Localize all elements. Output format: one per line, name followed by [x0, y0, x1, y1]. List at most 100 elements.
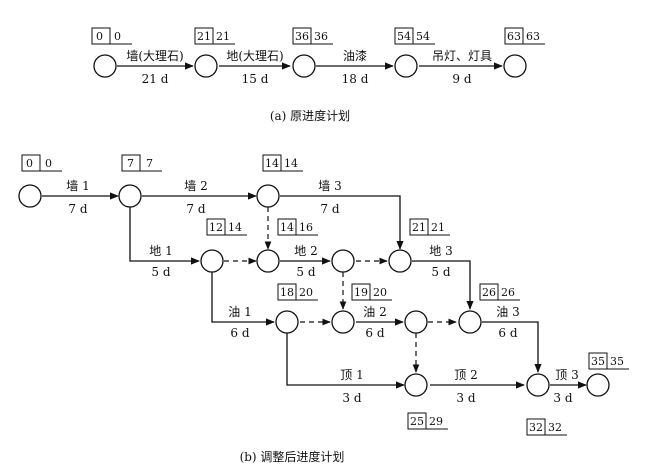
early-time: 18: [280, 286, 294, 299]
activity-duration: 7 d: [68, 202, 87, 216]
activity-name: 地(大理石): [226, 49, 283, 63]
caption-b: (b) 调整后进度计划: [240, 449, 345, 464]
activity-name: 顶 3: [555, 368, 578, 382]
activity-duration: 7 d: [320, 202, 339, 216]
early-time: 35: [591, 355, 605, 368]
late-time: 20: [373, 286, 387, 299]
activity-duration: 5 d: [296, 265, 315, 279]
activity-duration: 9 d: [452, 72, 471, 86]
node-a2: [194, 54, 218, 78]
activity-name: 油 2: [363, 305, 386, 319]
late-time: 54: [416, 30, 430, 43]
early-time: 63: [507, 30, 521, 43]
activity-name: 墙 2: [184, 179, 207, 193]
time-box-a5: 63 63: [504, 27, 545, 45]
activity-duration: 6 d: [498, 326, 517, 340]
node-n3: [256, 184, 280, 208]
time-box-n3: 14 14: [262, 154, 303, 172]
caption-a: (a) 原进度计划: [270, 108, 350, 123]
late-time: 0: [114, 30, 121, 43]
time-box-n1: 0 0: [21, 154, 62, 172]
late-time: 14: [284, 157, 298, 170]
activity-name: 吊灯、灯具: [432, 49, 492, 63]
time-box-n5: 14 16: [277, 218, 318, 236]
late-time: 32: [548, 421, 562, 434]
late-time: 29: [429, 415, 443, 428]
early-time: 0: [96, 30, 103, 43]
plan-b: 0 0 7 7 14 14 12 14 14 16: [18, 154, 629, 464]
node-n14: [586, 373, 610, 397]
late-time: 21: [431, 221, 445, 234]
late-time: 21: [216, 30, 230, 43]
early-time: 14: [265, 157, 279, 170]
activity-name: 地 1: [149, 244, 172, 258]
arrow-y1: [211, 272, 275, 326]
early-time: 32: [529, 421, 543, 434]
late-time: 14: [228, 221, 242, 234]
late-time: 35: [610, 355, 624, 368]
late-time: 36: [314, 30, 328, 43]
time-box-n4: 12 14: [206, 218, 247, 236]
activity-name: 顶 1: [340, 368, 363, 382]
node-n5: [256, 249, 280, 273]
time-box-n14: 35 35: [588, 352, 629, 370]
node-a5: [503, 54, 527, 78]
node-n10: [404, 310, 428, 334]
activity-duration: 5 d: [151, 265, 170, 279]
time-box-a4: 54 54: [394, 27, 435, 45]
early-time: 12: [209, 221, 223, 234]
node-n12: [404, 373, 428, 397]
activity-name: 油 1: [228, 305, 251, 319]
activity-name: 墙(大理石): [126, 49, 183, 63]
time-box-n7: 21 21: [409, 218, 450, 236]
node-n2: [118, 184, 142, 208]
activity-duration: 6 d: [230, 326, 249, 340]
early-time: 19: [354, 286, 368, 299]
activity-duration: 3 d: [456, 391, 475, 405]
late-time: 20: [299, 286, 313, 299]
arrow-d3: [412, 260, 474, 310]
arrow-t1: [286, 333, 405, 389]
activity-name: 墙 1: [66, 179, 89, 193]
activity-name: 地 2: [294, 244, 317, 258]
early-time: 14: [280, 221, 294, 234]
node-n13: [526, 373, 550, 397]
node-n4: [200, 249, 224, 273]
time-box-a2: 21 21: [194, 27, 235, 45]
node-n9: [331, 310, 355, 334]
activity-duration: 21 d: [142, 72, 169, 86]
late-time: 7: [146, 157, 153, 170]
time-box-n9: 19 20: [351, 283, 392, 301]
arrow-d1: [129, 207, 200, 265]
plan-a: 0 0 21 21 36 36 54 54 63 63 墙(大理石): [91, 27, 545, 123]
early-time: 36: [295, 30, 309, 43]
node-n7: [388, 249, 412, 273]
node-n1: [18, 184, 42, 208]
early-time: 54: [397, 30, 411, 43]
activity-name: 地 3: [429, 244, 452, 258]
late-time: 26: [501, 286, 515, 299]
node-n11: [458, 310, 482, 334]
early-time: 26: [482, 286, 496, 299]
node-a1: [93, 54, 117, 78]
node-n6: [331, 249, 355, 273]
early-time: 21: [412, 221, 426, 234]
activity-name: 油漆: [343, 49, 367, 63]
early-time: 0: [26, 157, 33, 170]
node-n8: [275, 310, 299, 334]
activity-name: 油 3: [496, 305, 519, 319]
early-time: 21: [197, 30, 211, 43]
arrow-w3: [280, 195, 404, 250]
node-a3: [292, 54, 316, 78]
arrow-y3: [482, 321, 542, 373]
late-time: 16: [299, 221, 313, 234]
late-time: 0: [45, 157, 52, 170]
node-a4: [394, 54, 418, 78]
activity-duration: 15 d: [242, 72, 269, 86]
early-time: 25: [410, 415, 424, 428]
activity-duration: 5 d: [431, 265, 450, 279]
early-time: 7: [127, 157, 134, 170]
time-box-n11: 26 26: [479, 283, 520, 301]
time-box-a3: 36 36: [292, 27, 333, 45]
